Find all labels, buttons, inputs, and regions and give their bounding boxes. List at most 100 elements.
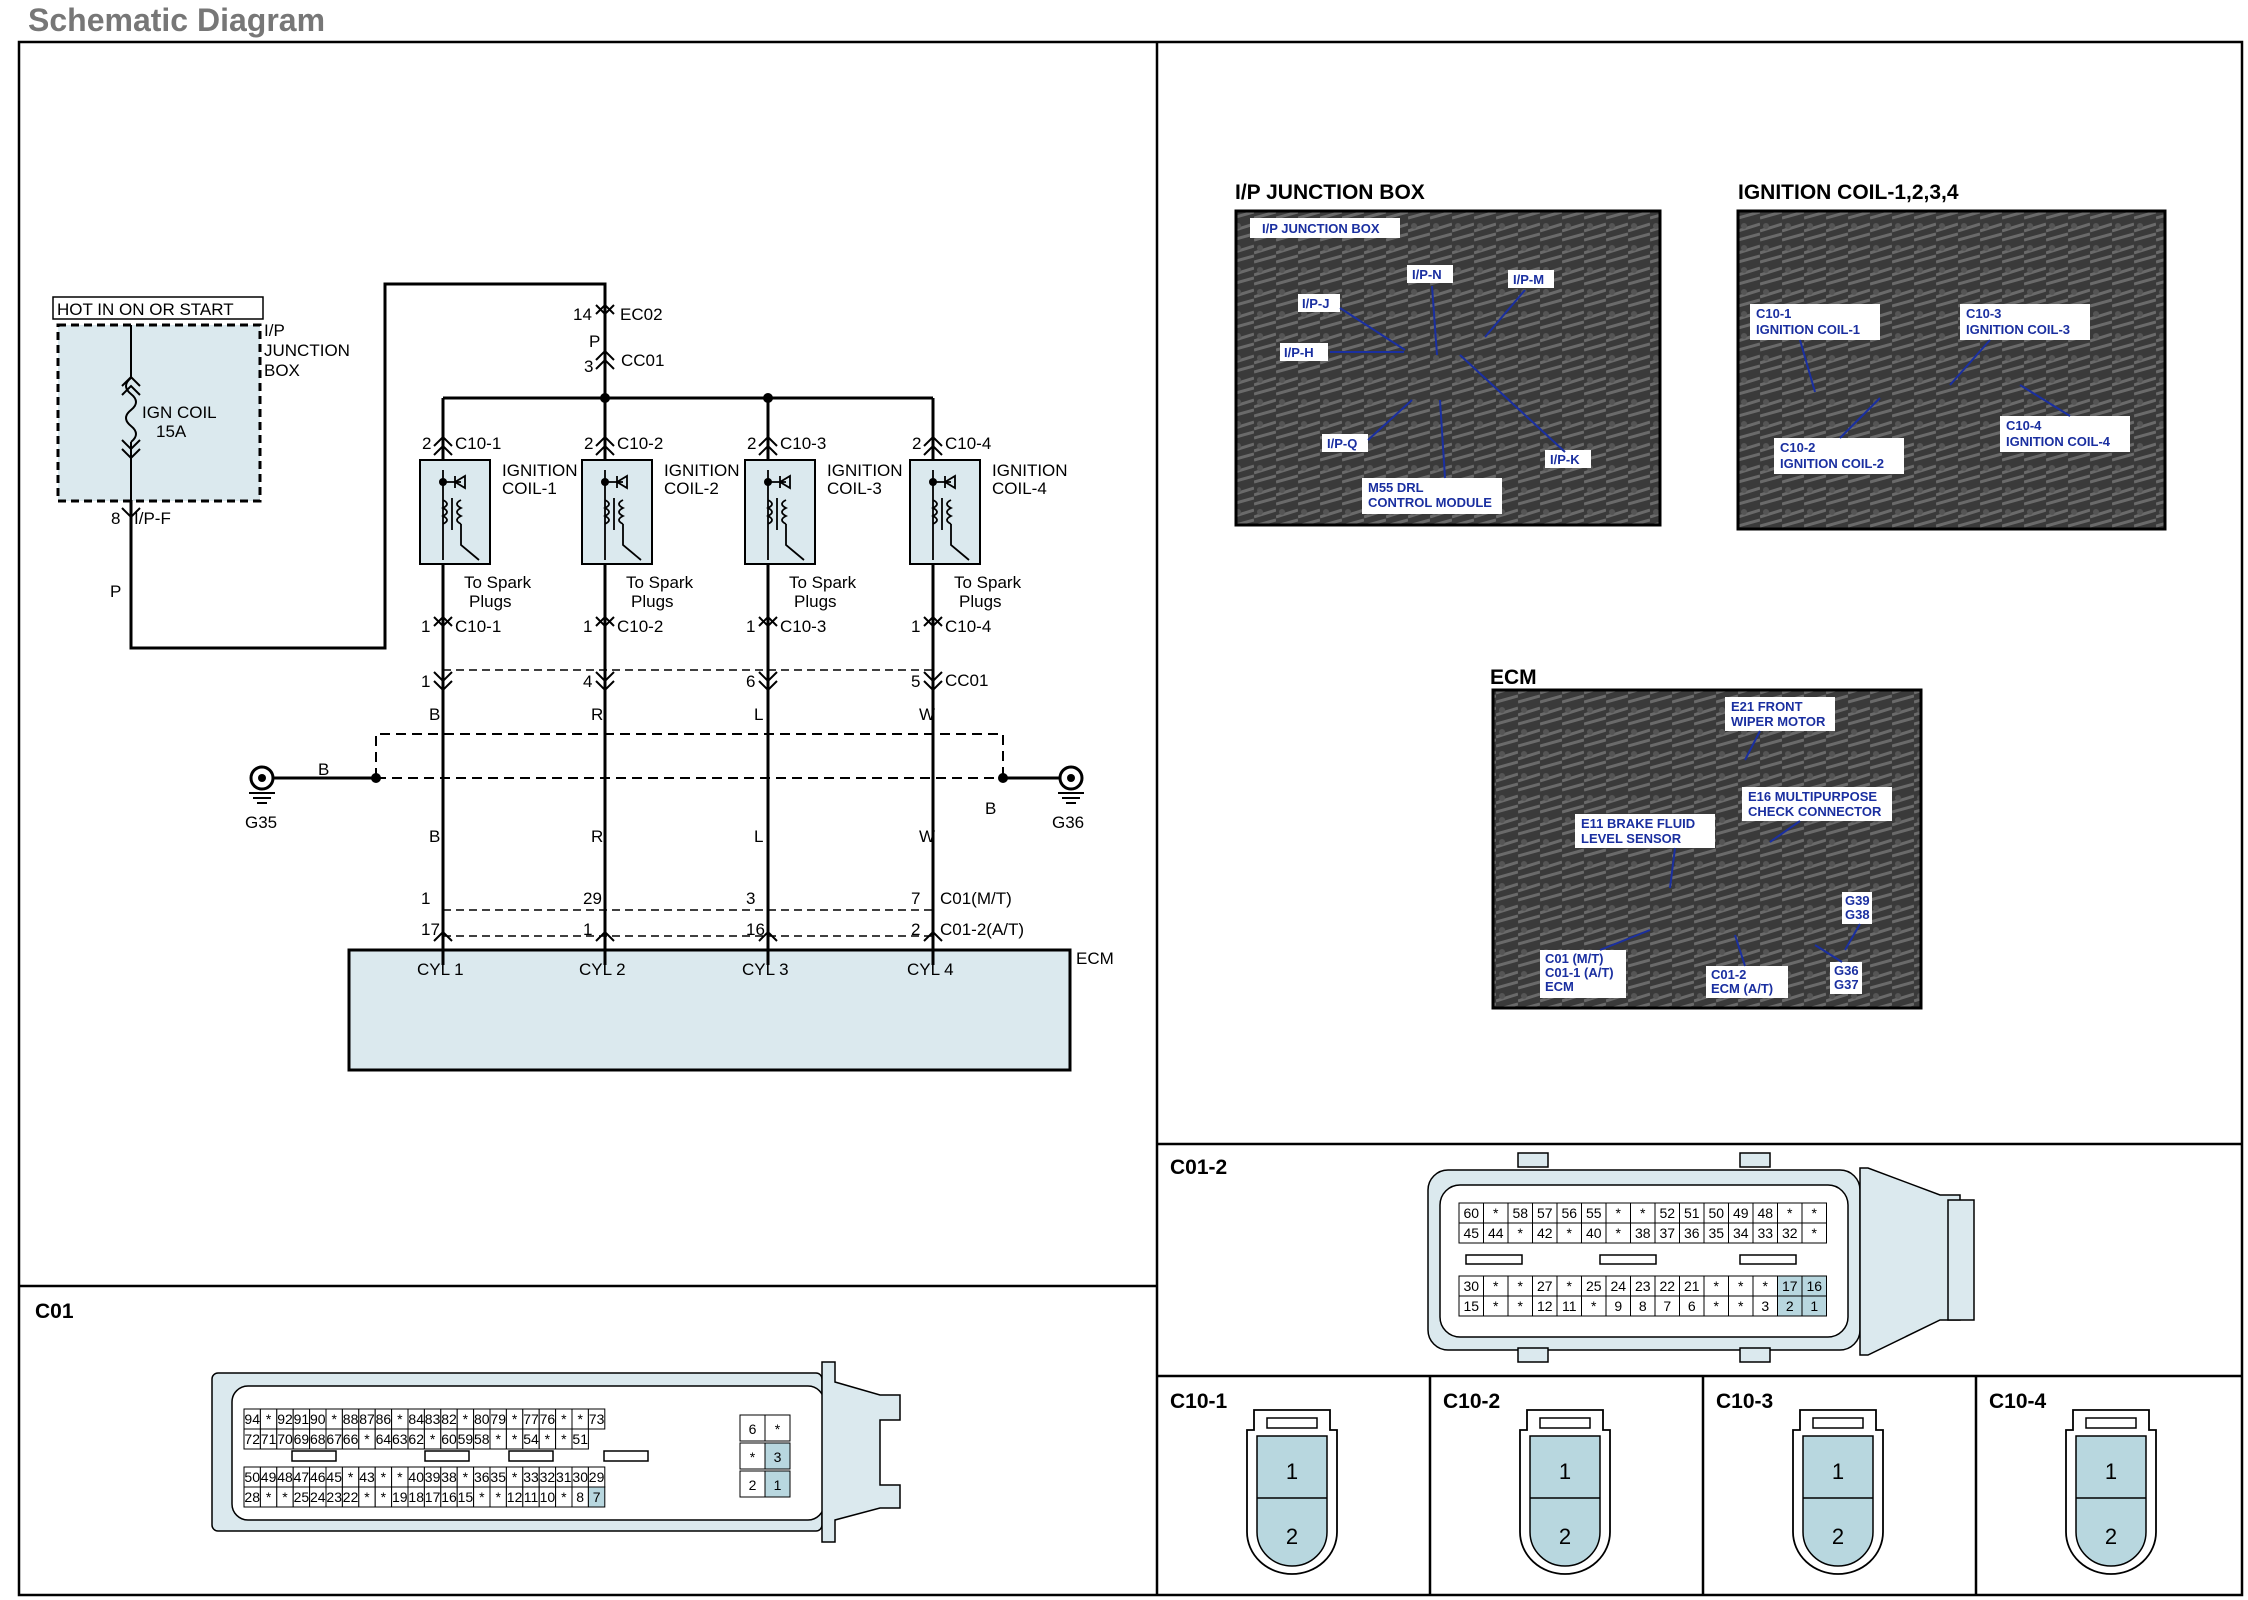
c01-pin: * — [358, 1428, 376, 1450]
c01-pin-label: 31 — [556, 1469, 572, 1485]
c012-pin: 51 — [1679, 1202, 1705, 1224]
c01-pin: 38 — [440, 1466, 458, 1488]
c01-pin: 39 — [423, 1466, 442, 1488]
c012-pin-label: 36 — [1684, 1225, 1700, 1241]
coil-1-ecm-mt-pin: 1 — [421, 889, 430, 908]
c012-pin-label: * — [1518, 1225, 1524, 1241]
coil-symbol-icon — [764, 470, 805, 561]
ecm-callout-e16: E16 MULTIPURPOSE — [1748, 789, 1877, 804]
power-out-connector: I/P-F — [134, 509, 171, 528]
c012-pin-label: * — [1567, 1225, 1573, 1241]
c10-4-title: C10-4 — [1989, 1390, 2047, 1413]
c01-pin: 25 — [292, 1486, 311, 1508]
c01-pin-label: 62 — [408, 1431, 424, 1447]
c01-pin: * — [489, 1486, 507, 1508]
c01-pin-label: 54 — [523, 1431, 539, 1447]
coils-callout-c103: C10-3 — [1966, 306, 2001, 321]
c01-pin-label: 71 — [261, 1431, 277, 1447]
coil-3-ecm-mt-pin: 3 — [746, 889, 755, 908]
c01-pin: * — [423, 1428, 442, 1450]
c10-4-pin-1: 1 — [2105, 1459, 2117, 1484]
c01-pin-label: * — [561, 1489, 567, 1505]
c012-pin-label: 30 — [1463, 1278, 1479, 1294]
c01-side-pin-label: 2 — [749, 1477, 757, 1493]
ecm-conn-mt: C01(M/T) — [940, 889, 1012, 908]
c012-pin: * — [1801, 1202, 1827, 1224]
c01-pin: * — [358, 1486, 376, 1508]
ecm-callout-e11: E11 BRAKE FLUID — [1581, 816, 1695, 831]
c012-pin-label: 56 — [1561, 1205, 1577, 1221]
c012-pin: 3 — [1752, 1295, 1778, 1317]
coils-callout-c103-2: IGNITION COIL-3 — [1966, 322, 2070, 337]
c012-pin: 34 — [1728, 1222, 1754, 1244]
c01-pin-label: * — [364, 1489, 370, 1505]
c01-pin: 72 — [243, 1428, 261, 1450]
photo-ipjb-title: I/P JUNCTION BOX — [1235, 181, 1425, 204]
c012-pin-label: 23 — [1635, 1278, 1651, 1294]
coil-3-label-1: IGNITION — [827, 461, 903, 480]
c01-pin-label: 39 — [425, 1469, 441, 1485]
ecm-label: ECM — [1076, 949, 1114, 968]
c01-pin: 70 — [276, 1428, 294, 1450]
c01-pin: 48 — [276, 1466, 294, 1488]
c012-pin: 33 — [1752, 1222, 1778, 1244]
ecm-module — [347, 948, 1072, 1072]
c01-pin-label: * — [430, 1431, 436, 1447]
c01-pin-label: 28 — [244, 1489, 260, 1505]
c01-side-pin: 2 — [739, 1470, 766, 1498]
coils-callout-c104-2: IGNITION COIL-4 — [2006, 434, 2111, 449]
c012-pin: 57 — [1532, 1202, 1558, 1224]
c01-pin: 10 — [538, 1486, 557, 1508]
coil-2-top-conn: C10-2 — [617, 434, 663, 453]
c012-pin-label: 58 — [1512, 1205, 1528, 1221]
ipjb-callout-j: I/P-J — [1302, 296, 1329, 311]
coil-3-wire-top: L — [754, 705, 763, 724]
c01-pin-label: 67 — [326, 1431, 342, 1447]
c012-pin-label: 37 — [1659, 1225, 1675, 1241]
c01-pin-label: * — [348, 1469, 354, 1485]
c01-pin-label: 77 — [523, 1411, 539, 1427]
ecm-callout-e21-2: WIPER MOTOR — [1731, 714, 1826, 729]
c01-side-pin: * — [764, 1414, 791, 1442]
c01-pin: * — [341, 1466, 360, 1488]
photo-coils-title: IGNITION COIL-1,2,3,4 — [1738, 181, 1959, 204]
ipjb-callout-title: I/P JUNCTION BOX — [1262, 221, 1380, 236]
c01-pin-label: 29 — [589, 1469, 605, 1485]
c01-pin-label: 40 — [408, 1469, 424, 1485]
c012-pin-label: 48 — [1757, 1205, 1773, 1221]
coil-1-label-2: COIL-1 — [502, 479, 557, 498]
c01-side-pin: * — [739, 1442, 766, 1470]
c01-pin-label: 79 — [490, 1411, 506, 1427]
c01-pin-label: 46 — [310, 1469, 326, 1485]
coils-callout-c101-2: IGNITION COIL-1 — [1756, 322, 1860, 337]
c012-pin: * — [1483, 1202, 1509, 1224]
c01-pin: 73 — [587, 1408, 606, 1430]
c01-pin: 43 — [358, 1466, 376, 1488]
c01-pin: 7 — [587, 1486, 606, 1508]
c012-pin: 60 — [1458, 1202, 1484, 1224]
c012-pin: * — [1703, 1295, 1729, 1317]
ground-g35-icon — [249, 765, 275, 804]
c012-pin: * — [1507, 1295, 1533, 1317]
c01-pin: 33 — [522, 1466, 540, 1488]
c012-pin-label: 33 — [1757, 1225, 1773, 1241]
ecm-1-cylinder: CYL 1 — [417, 960, 464, 979]
c012-pin: * — [1581, 1295, 1607, 1317]
ecm-callout-e21: E21 FRONT — [1731, 699, 1803, 714]
connector-c10-2: C10-212 — [1443, 1390, 1611, 1575]
c01-pin-label: * — [512, 1469, 518, 1485]
c012-pin: 58 — [1507, 1202, 1533, 1224]
coil-3-plug-1: To Spark — [789, 573, 857, 592]
ipjb-callout-k: I/P-K — [1550, 452, 1580, 467]
c01-pin: 66 — [341, 1428, 360, 1450]
c012-pin: * — [1483, 1275, 1509, 1297]
coil-2-bottom-conn: C10-2 — [617, 617, 663, 636]
c01-pin-label: 87 — [359, 1411, 375, 1427]
coils-callout-c102: C10-2 — [1780, 440, 1815, 455]
coil-3-wire-bottom: L — [754, 827, 763, 846]
coil-3-cc01-pin: 6 — [746, 672, 755, 691]
c01-pin-label: * — [381, 1489, 387, 1505]
c012-pin: 9 — [1605, 1295, 1631, 1317]
